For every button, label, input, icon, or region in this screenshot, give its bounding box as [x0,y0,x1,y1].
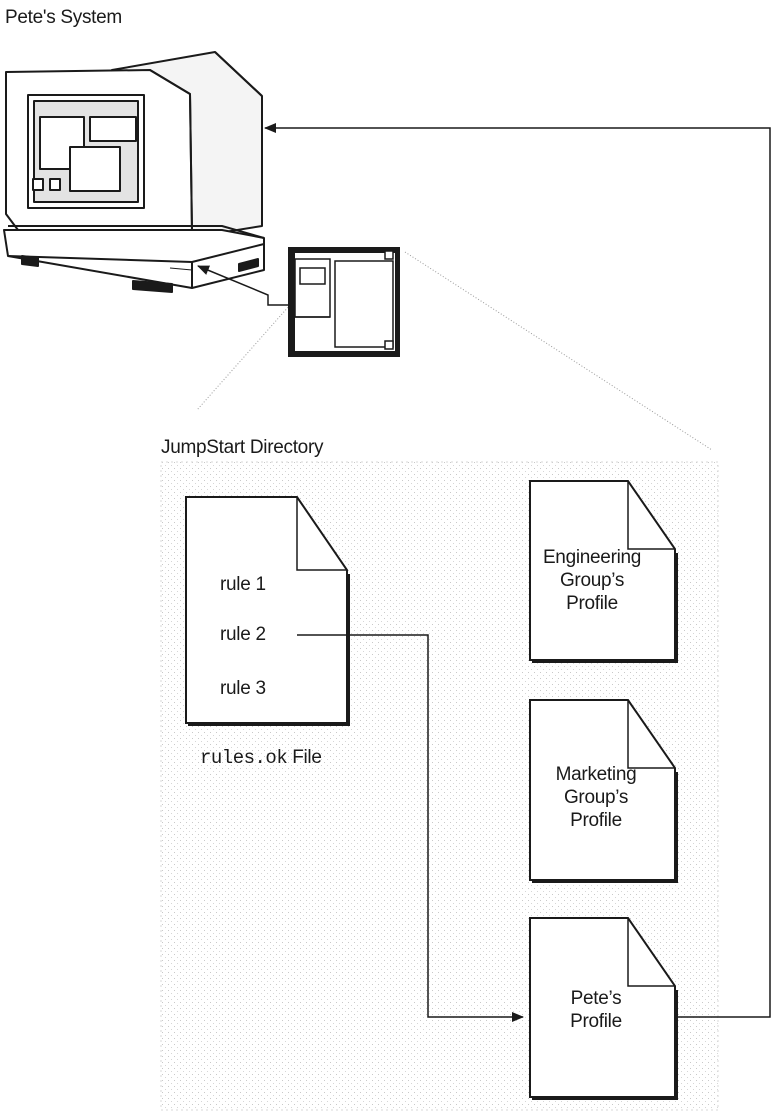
directory-title: JumpStart Directory [161,437,324,458]
profile-to-system-arrow [264,123,771,1018]
pete-profile-label: Pete’s Profile [570,987,622,1033]
marketing-profile-line-3: Profile [570,810,622,831]
computer-icon [3,51,265,293]
projection-line-right [404,251,713,451]
rules-file-fold [296,497,347,571]
marketing-profile-document [529,699,676,881]
engineering-profile-line-1: Engineering [542,547,642,568]
engineering-profile-document [529,480,676,661]
rules-file-name: rules.ok [200,747,288,769]
rule-2-label: rule 2 [220,624,266,645]
diskette-icon [288,247,400,357]
rules-file-document [185,496,348,724]
rules-file-caption: rules.ok File [200,746,322,770]
marketing-profile-line-2: Group’s [563,787,629,808]
pete-profile-line-2: Profile [570,1011,622,1032]
insert-disk-arrow [197,265,289,306]
rule-1-label: rule 1 [220,574,266,595]
marketing-profile-line-1: Marketing [555,764,637,785]
system-title: Pete's System [5,7,122,28]
rules-file-suffix: File [287,747,322,768]
engineering-profile-line-2: Group’s [559,570,625,591]
pete-profile-line-1: Pete’s [570,988,622,1009]
rule2-to-profile-arrow [297,634,524,1022]
pete-profile-document [529,917,676,1098]
rule-3-label: rule 3 [220,678,266,699]
projection-line-left [196,304,291,411]
engineering-profile-label: Engineering Group’s Profile [543,546,641,615]
marketing-profile-label: Marketing Group’s Profile [556,763,637,832]
engineering-profile-line-3: Profile [566,593,618,614]
